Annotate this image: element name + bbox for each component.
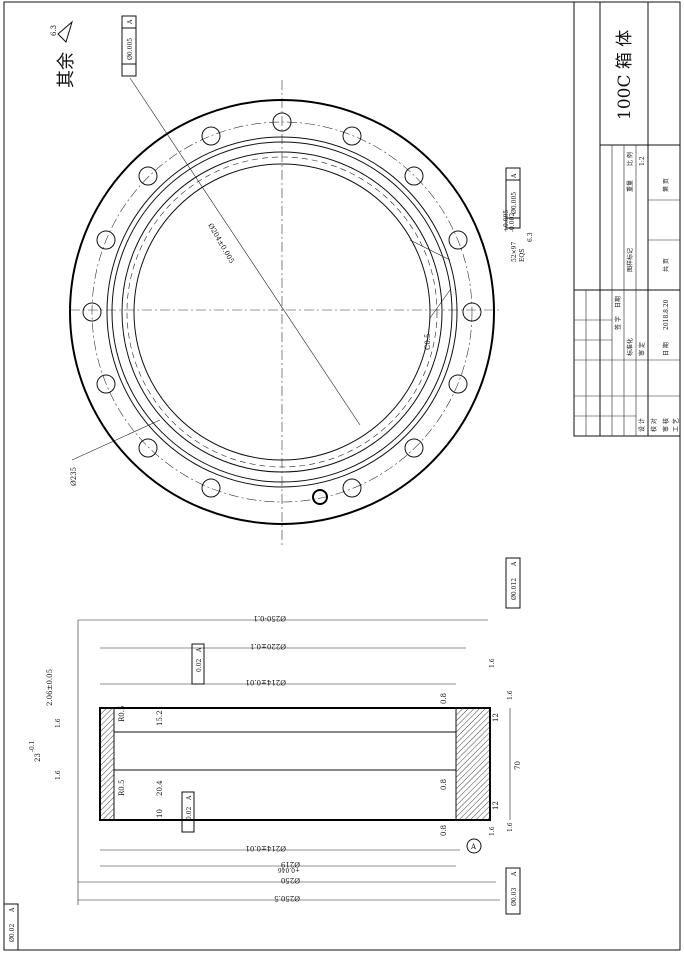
runout-bottom-datum: A [511,871,518,877]
dim-2-06: 2.06±0.05 [46,669,54,706]
chamfer-08-a: 0.8 [440,693,448,704]
rough-1-6-e: 1.6 [507,690,514,700]
col-weight: 重量 [626,180,634,192]
runout-right-datum: A [511,561,518,567]
date-value: 2018.8.20 [663,299,670,330]
rough-1-6-f: 1.6 [507,822,514,832]
dim-23-tol: -0.1 [29,740,36,752]
flat-top-tol: 0.02 [196,658,203,672]
page-num: 第 页 [662,178,670,192]
part-name: 100C 箱 体 [615,30,635,120]
dim-219-tol: +0.046 [278,866,300,873]
spline-spec: 52×97 [511,242,518,262]
dim-70: 70 [514,761,522,770]
sign-label: 签 字 [614,316,622,330]
teeth-band [113,731,457,771]
pos-datum: A [511,173,518,179]
design-label: 设 计 [638,418,646,432]
bolt-holes [82,112,482,505]
review-label: 审 核 [662,418,670,432]
runout-left-tol: Ø0.02 [9,924,16,942]
runout-frame-right: Ø0.012 A [505,557,521,609]
runout-left-datum: A [9,907,16,913]
flat-top-tol: Ø0.005 [127,38,134,60]
title-block: 100C 箱 体 图样标记 重量 比 例 1:2 共 页 第 页 签 字 日期 … [573,1,681,437]
total-pages: 共 页 [662,258,670,272]
runout-right-tol: Ø0.012 [511,578,518,600]
datum-a-symbol: A [466,838,482,854]
datum-label: A [470,843,477,851]
spline-rough: 6.3 [527,232,534,242]
dim-250-b: Ø250 [281,876,300,884]
dim-219: Ø219 [281,860,300,868]
flat-top-datum: A [127,19,134,25]
flatness-frame-top: Ø0.005 A [121,15,137,77]
date-header: 日期 [614,296,622,308]
circle-view: Ø0.005 A Ø204±0.005 Ø235 C0.5 52×97 +0.0… [69,15,534,545]
dim-20-4: 20.4 [156,780,164,796]
flat-frame-top: 0.02 A [191,643,205,685]
dim-bolt-circle: Ø204±0.005 [206,222,235,265]
rough-1-6-c: 1.6 [55,718,62,728]
runout-bottom-tol: Ø0.03 [511,888,518,906]
spline-eqs: EQS [519,249,526,262]
surface-roughness-note: 其余 6.3 [50,20,77,88]
dim-214-top: Ø214±0.01 [245,678,286,686]
approve-label: 审 定 [638,342,646,356]
dim-12-bottom: 12 [492,801,500,810]
flat-top-datum: A [196,647,203,653]
dim-23: 23 [34,753,42,762]
sheet-border [3,1,681,951]
rough-1-6-d: 1.6 [55,770,62,780]
position-frame: Ø0.005 A [505,167,521,229]
dim-outer-pcd: Ø235 [70,467,78,486]
dim-250-a: Ø250-0.1 [253,614,286,622]
col-mark: 图样标记 [626,248,634,272]
chamfer-08-c: 0.8 [440,825,448,836]
roughness-value: 6.3 [50,25,58,36]
date-label: 日 期 [662,342,670,356]
rough-1-6-a: 1.6 [489,658,496,668]
flat-bottom-tol: 0.02 [186,806,193,820]
check-label: 校 对 [650,418,658,432]
runout-frame-left: Ø0.02 A [3,903,19,951]
dim-12-top: 12 [492,713,500,722]
dim-214-bottom: Ø214±0.01 [245,844,286,852]
r05-bottom: R0.5 [118,780,126,796]
rough-1-6-b: 1.6 [489,826,496,836]
chamfer-08-b: 0.8 [440,779,448,790]
standard-label: 标准化 [626,338,634,356]
scale-value: 1:2 [639,156,646,166]
flat-frame-bottom: 0.02 A [181,791,195,833]
spline-lower: -0.002 [509,213,516,232]
col-scale: 比 例 [626,152,634,166]
dim-220: Ø220±0.1 [250,642,286,650]
r05-top: R0.5 [118,706,126,722]
runout-frame-bottom: Ø0.03 A [505,867,521,915]
pos-tol: Ø0.005 [511,192,518,214]
process-label: 工 艺 [672,418,680,432]
dim-250-5: Ø250.5 [274,894,300,902]
flat-bottom-datum: A [186,795,193,801]
roughness-label: 其余 [56,52,77,88]
dim-15-2: 15.2 [156,710,164,726]
dim-10: 10 [156,809,164,818]
section-view: Ø250-0.1 Ø220±0.1 Ø214±0.01 Ø214±0.01 Ø2… [3,557,522,951]
chamfer: C0.5 [424,334,432,351]
